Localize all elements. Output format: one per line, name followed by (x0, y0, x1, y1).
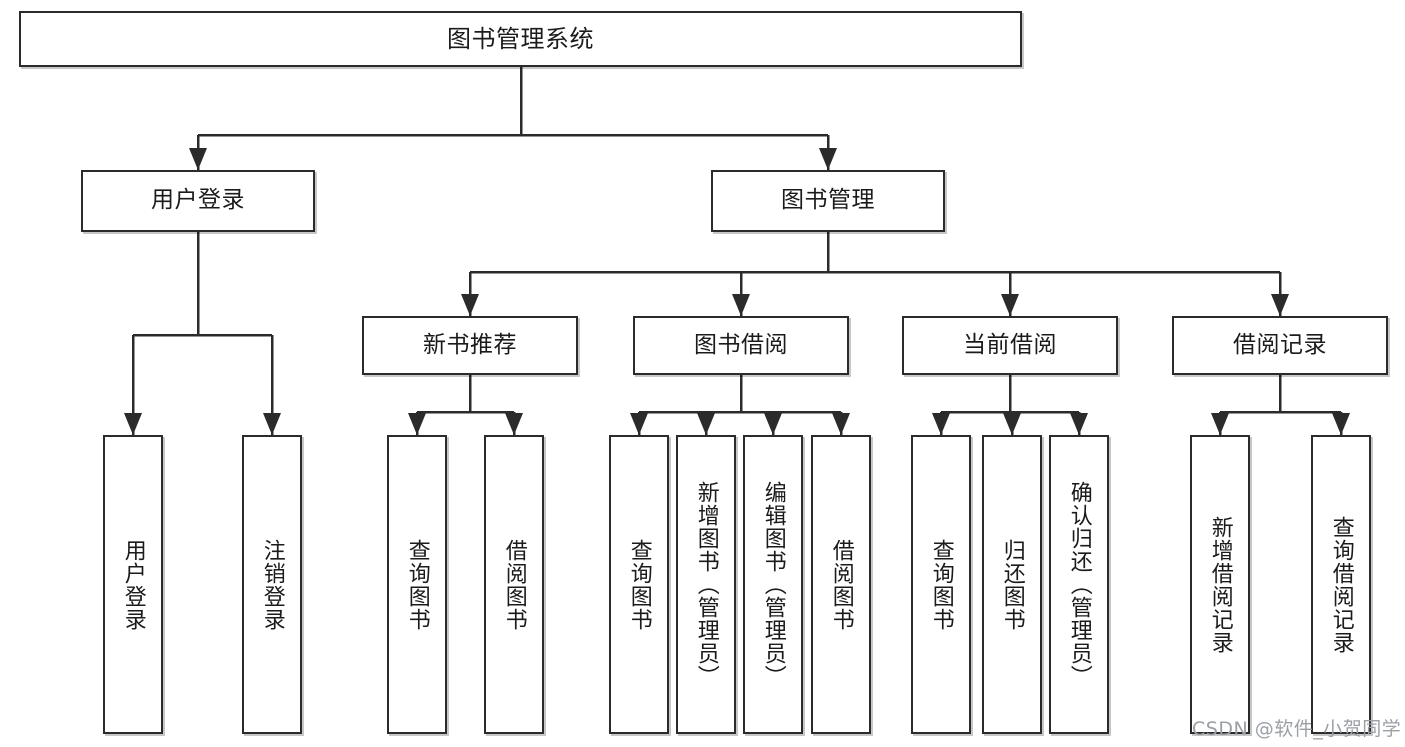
node-label: 查询借阅记录 (1328, 515, 1354, 654)
arrow-head (630, 413, 648, 435)
node-user-login[interactable]: 用户登录 (81, 170, 315, 232)
node-label: 当前借阅 (963, 331, 1057, 358)
node-leaf-user-login[interactable]: 用户登录 (103, 435, 163, 734)
node-label: 图书管理 (781, 187, 875, 214)
node-leaf-cur-confirm[interactable]: 确认归还（管理员） (1049, 435, 1109, 734)
node-leaf-borrow-query[interactable]: 查询图书 (609, 435, 669, 734)
node-label: 归还图书 (999, 538, 1025, 631)
arrow-head (1003, 413, 1021, 435)
arrow-head (697, 413, 715, 435)
node-new-book-rec[interactable]: 新书推荐 (362, 316, 578, 375)
arrow-head (1001, 294, 1019, 316)
arrow-head (819, 148, 837, 170)
node-label: 新增借阅记录 (1207, 515, 1233, 654)
node-leaf-rec-add[interactable]: 新增借阅记录 (1190, 435, 1250, 734)
node-label: 借阅图书 (828, 538, 854, 631)
node-leaf-logout[interactable]: 注销登录 (242, 435, 302, 734)
node-label: 查询图书 (404, 538, 430, 631)
node-leaf-cur-query[interactable]: 查询图书 (911, 435, 971, 734)
node-leaf-borrow-edit[interactable]: 编辑图书（管理员） (743, 435, 803, 734)
node-label: 编辑图书（管理员） (760, 481, 786, 688)
node-label: 借阅记录 (1233, 331, 1327, 358)
arrow-head (1211, 413, 1229, 435)
node-label: 用户登录 (151, 187, 245, 214)
node-book-borrow[interactable]: 图书借阅 (633, 316, 849, 375)
node-root[interactable]: 图书管理系统 (19, 11, 1022, 67)
node-label: 新增图书（管理员） (693, 481, 719, 688)
arrow-head (189, 148, 207, 170)
arrow-head (832, 413, 850, 435)
node-label: 查询图书 (928, 538, 954, 631)
arrow-head (1070, 413, 1088, 435)
arrow-head (263, 413, 281, 435)
node-label: 注销登录 (259, 538, 285, 631)
node-label: 图书借阅 (694, 331, 788, 358)
arrow-head (505, 413, 523, 435)
node-label: 新书推荐 (423, 331, 517, 358)
arrow-head (124, 413, 142, 435)
node-leaf-rec-borrow[interactable]: 借阅图书 (484, 435, 544, 734)
node-leaf-rec-query[interactable]: 查询图书 (387, 435, 447, 734)
arrow-head (408, 413, 426, 435)
node-leaf-borrow-add[interactable]: 新增图书（管理员） (676, 435, 736, 734)
node-leaf-borrow-loan[interactable]: 借阅图书 (811, 435, 871, 734)
node-label: 图书管理系统 (447, 24, 594, 53)
arrow-head (1271, 294, 1289, 316)
arrow-head (1332, 413, 1350, 435)
arrow-head (461, 294, 479, 316)
node-label: 查询图书 (626, 538, 652, 631)
node-label: 确认归还（管理员） (1066, 481, 1092, 688)
arrow-head (732, 294, 750, 316)
node-current-loan[interactable]: 当前借阅 (902, 316, 1118, 375)
node-loan-record[interactable]: 借阅记录 (1172, 316, 1388, 375)
arrow-head (932, 413, 950, 435)
arrow-head (764, 413, 782, 435)
node-leaf-rec-query2[interactable]: 查询借阅记录 (1311, 435, 1371, 734)
node-label: 用户登录 (120, 538, 146, 631)
node-label: 借阅图书 (501, 538, 527, 631)
node-book-manage[interactable]: 图书管理 (711, 170, 945, 232)
node-leaf-cur-return[interactable]: 归还图书 (982, 435, 1042, 734)
